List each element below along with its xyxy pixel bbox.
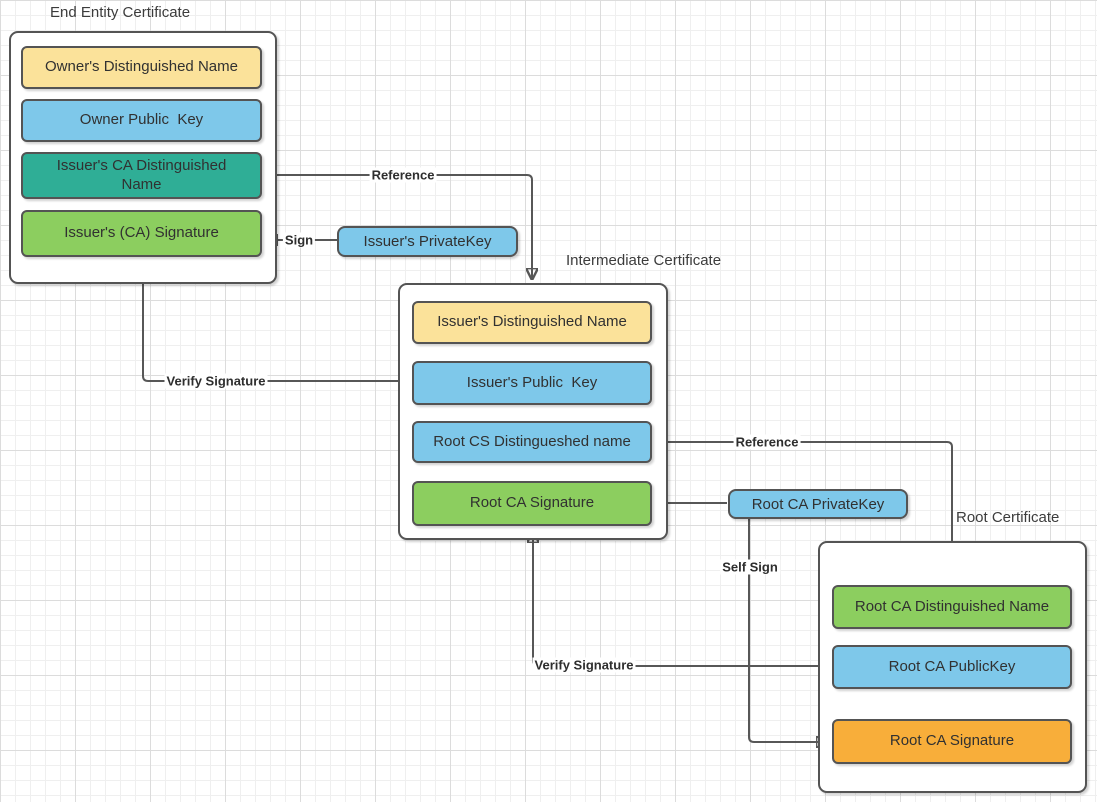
field-root-cs-distingueshed-name: Root CS Distingueshed name (412, 421, 652, 463)
field-issuers-ca-distinguished-name: Issuer's CA Distinguished Name (21, 152, 262, 199)
self-sign-label: Self Sign (720, 559, 780, 575)
field-owners-distinguished-name: Owner's Distinguished Name (21, 46, 262, 89)
verify-signature-bottom-line (533, 532, 832, 667)
end-entity-certificate-title: End Entity Certificate (50, 4, 191, 21)
reference-bottom-label: Reference (733, 434, 801, 450)
field-issuers-ca-signature: Issuer's (CA) Signature (21, 210, 262, 257)
field-root-ca-distinguished-name: Root CA Distinguished Name (832, 585, 1072, 629)
verify-signature-left-label: Verify Signature (164, 373, 268, 389)
reference-top-label: Reference (369, 167, 437, 183)
root-certificate-title: Root Certificate (956, 509, 1060, 526)
field-issuers-distinguished-name: Issuer's Distinguished Name (412, 301, 652, 344)
field-root-ca-signature-intermediate: Root CA Signature (412, 481, 652, 526)
verify-signature-bottom-label: Verify Signature (532, 657, 636, 673)
field-issuers-public-key: Issuer's Public Key (412, 361, 652, 405)
self-sign-line (748, 519, 827, 742)
field-owner-public-key: Owner Public Key (21, 99, 262, 142)
field-root-ca-publickey: Root CA PublicKey (832, 645, 1072, 689)
issuers-privatekey-box: Issuer's PrivateKey (337, 226, 518, 257)
intermediate-certificate-title: Intermediate Certificate (566, 252, 722, 269)
root-ca-privatekey-box: Root CA PrivateKey (728, 489, 908, 519)
field-root-ca-signature-root: Root CA Signature (832, 719, 1072, 764)
sign-label: Sign (282, 232, 316, 248)
